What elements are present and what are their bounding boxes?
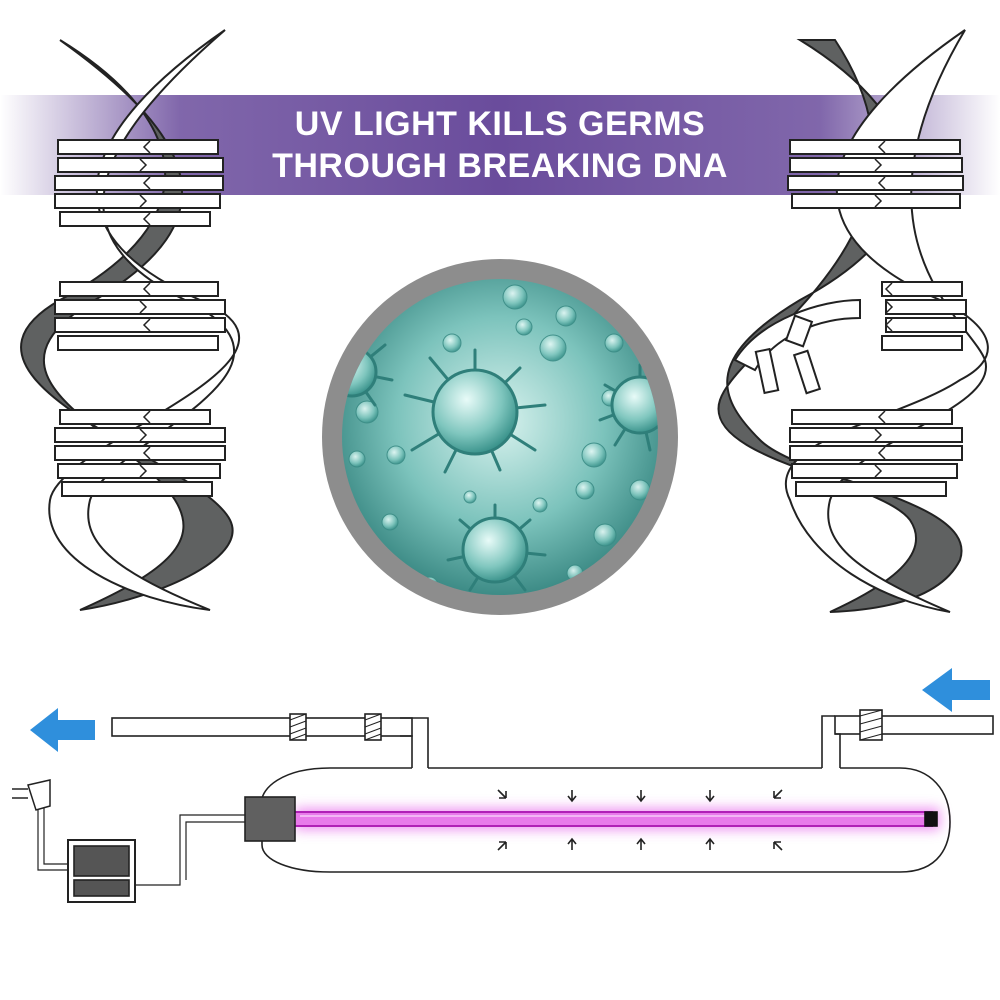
pipe-fitting	[364, 713, 382, 741]
title-banner: UV LIGHT KILLS GERMS THROUGH BREAKING DN…	[0, 95, 1000, 195]
title-line-2: THROUGH BREAKING DNA	[272, 147, 728, 185]
outflow-arrow-icon	[30, 708, 95, 752]
pipe-fitting	[289, 713, 307, 741]
inflow-arrow-icon	[922, 668, 990, 712]
virus-icon	[403, 348, 547, 474]
broken-dna-helix-icon	[717, 29, 989, 613]
inlet-pipe	[834, 715, 994, 735]
power-plug-icon	[12, 779, 51, 811]
germ-illustration	[322, 259, 678, 615]
lamp-holder	[244, 796, 296, 842]
uv-ray-arrows	[497, 789, 783, 851]
uv-reactor-diagram	[12, 709, 994, 903]
ballast-box-icon	[67, 839, 136, 903]
dna-double-helix-icon	[20, 29, 240, 611]
pipe-fitting	[859, 709, 883, 741]
outlet-pipe	[111, 717, 413, 737]
title-line-1: UV LIGHT KILLS GERMS	[294, 105, 706, 143]
virus-icon	[446, 503, 547, 592]
uv-lamp-tube-icon	[279, 811, 938, 827]
power-cable	[135, 814, 245, 886]
